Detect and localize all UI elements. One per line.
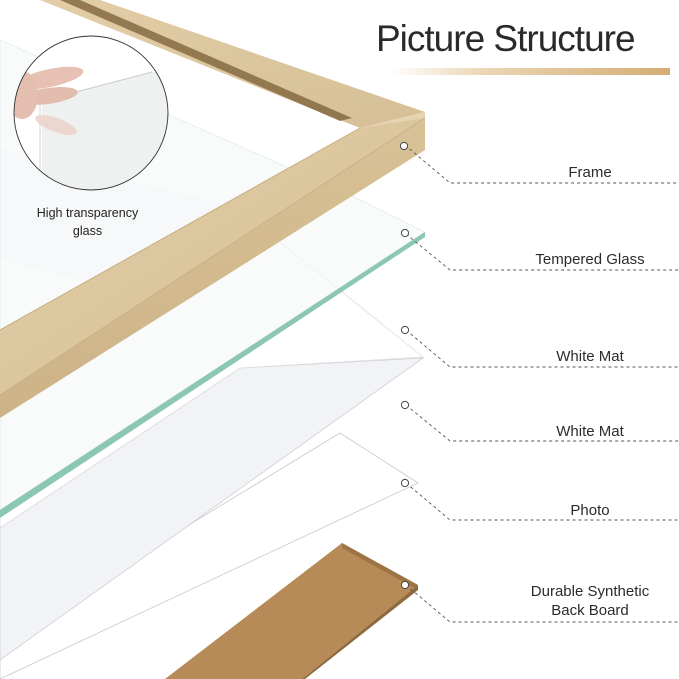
page-title: Picture Structure — [376, 18, 636, 59]
pin-frame-icon — [399, 141, 409, 151]
leader-photo — [405, 482, 679, 521]
leader-tempered-glass — [405, 233, 679, 271]
pin-tempered-glass-icon — [400, 228, 410, 238]
back-board-layer — [165, 543, 418, 679]
inset-glass-photo — [13, 35, 169, 191]
leader-back-board — [405, 584, 679, 623]
label-photo: Photo — [570, 502, 610, 519]
leader-lines — [404, 144, 679, 623]
leader-frame — [404, 144, 679, 184]
label-frame: Frame — [568, 164, 612, 181]
frame-layer — [0, 0, 426, 418]
photo-layer — [0, 432, 419, 679]
label-back-board-line2: Back Board — [551, 602, 629, 619]
label-tempered-glass: Tempered Glass — [535, 251, 645, 268]
pin-photo-icon — [400, 478, 410, 488]
label-back-board: Durable Synthetic Back Board — [510, 582, 670, 620]
inset-caption-line1: High transparency — [36, 206, 139, 220]
pin-white-mat-2-icon — [400, 400, 410, 410]
title-underline-bar — [388, 68, 670, 75]
pin-markers — [399, 141, 410, 590]
pin-white-mat-1-icon — [400, 325, 410, 335]
leader-white-mat-2 — [405, 404, 679, 442]
inset-caption: High transparency glass — [20, 204, 155, 240]
pin-back-board-icon — [400, 580, 410, 590]
label-white-mat-2: White Mat — [556, 423, 624, 440]
label-white-mat-1: White Mat — [556, 348, 624, 365]
leader-white-mat-1 — [405, 329, 679, 368]
inset-caption-line2: glass — [72, 224, 103, 238]
label-back-board-line1: Durable Synthetic — [530, 583, 650, 600]
